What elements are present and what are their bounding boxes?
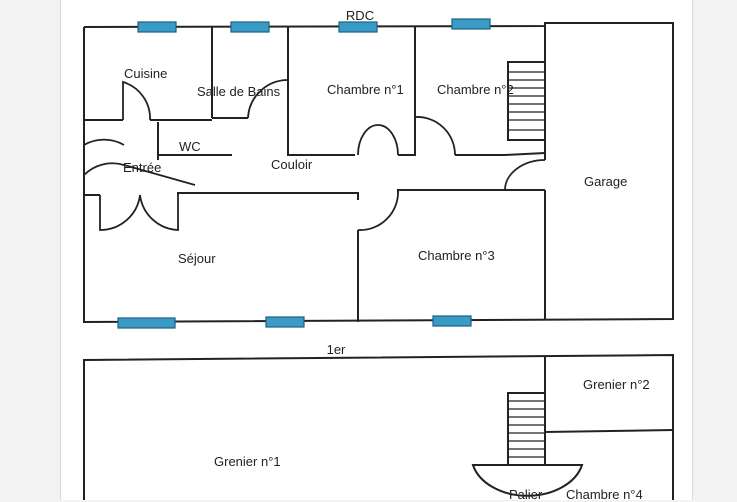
- room-label-grenier-1: Grenier n°1: [214, 454, 281, 469]
- entry-door-swing: [83, 138, 125, 146]
- room-label-salle-de-bains: Salle de Bains: [197, 84, 281, 99]
- front-door-leaf-right: [139, 194, 179, 231]
- stairs-box: [507, 61, 546, 141]
- garage-door-swing: [504, 159, 546, 191]
- grenier2-walls: [544, 356, 674, 434]
- entry-door-swing-2: [83, 162, 196, 186]
- window-chamber2: [451, 18, 491, 30]
- room-label-garage: Garage: [584, 174, 628, 189]
- room-label-chambre-2: Chambre n°2: [437, 82, 514, 97]
- room-label-chambre-1: Chambre n°1: [327, 82, 404, 97]
- upper-floor-walls: [83, 353, 674, 500]
- chamber2-door-swing: [414, 116, 456, 156]
- window-sejour-2: [265, 316, 305, 328]
- upper-stairs-box: [507, 392, 546, 466]
- chamber1-door-swing: [357, 124, 399, 156]
- entry-bottom-wall: [84, 192, 359, 200]
- room-label-wc: WC: [179, 139, 201, 154]
- upper-floor-title: 1er: [326, 342, 346, 357]
- room-label-grenier-2: Grenier n°2: [583, 377, 650, 392]
- chamber3-top-wall: [397, 189, 545, 193]
- landing: [471, 464, 584, 497]
- window-bath: [230, 21, 270, 33]
- room-label-palier: Palier: [509, 487, 543, 502]
- bath-chamber1-wall: [287, 27, 355, 156]
- room-label-sejour: Séjour: [178, 251, 216, 266]
- windows: [117, 18, 491, 329]
- upper-stair-treads: [508, 400, 545, 458]
- window-sejour: [117, 317, 176, 329]
- front-door-leaf-left: [99, 194, 141, 231]
- ground-floor-walls: [83, 22, 674, 324]
- chamber2-bottom-wall: [455, 152, 546, 156]
- upper-outer-wall: [83, 353, 674, 500]
- window-kitchen: [137, 21, 177, 33]
- ground-floor-title: RDC: [345, 8, 375, 23]
- window-chamber3: [432, 315, 472, 327]
- sejour-door-swing: [357, 189, 399, 231]
- stair-treads: [508, 71, 545, 131]
- chamber1-chamber2-wall: [398, 27, 416, 156]
- page-sheet: [60, 0, 693, 500]
- room-label-cuisine: Cuisine: [124, 66, 168, 81]
- room-label-entree: Entrée: [123, 160, 162, 175]
- room-label-chambre-3: Chambre n°3: [418, 248, 495, 263]
- outer-wall: [83, 22, 674, 324]
- room-label-chambre-4: Chambre n°4: [566, 487, 643, 502]
- door-swings: [83, 79, 546, 231]
- window-chamber1: [338, 21, 378, 33]
- wc-wall: [157, 122, 232, 160]
- kitchen-door-swing: [122, 80, 151, 121]
- room-label-couloir: Couloir: [271, 157, 313, 172]
- bath-door-swing: [247, 79, 289, 119]
